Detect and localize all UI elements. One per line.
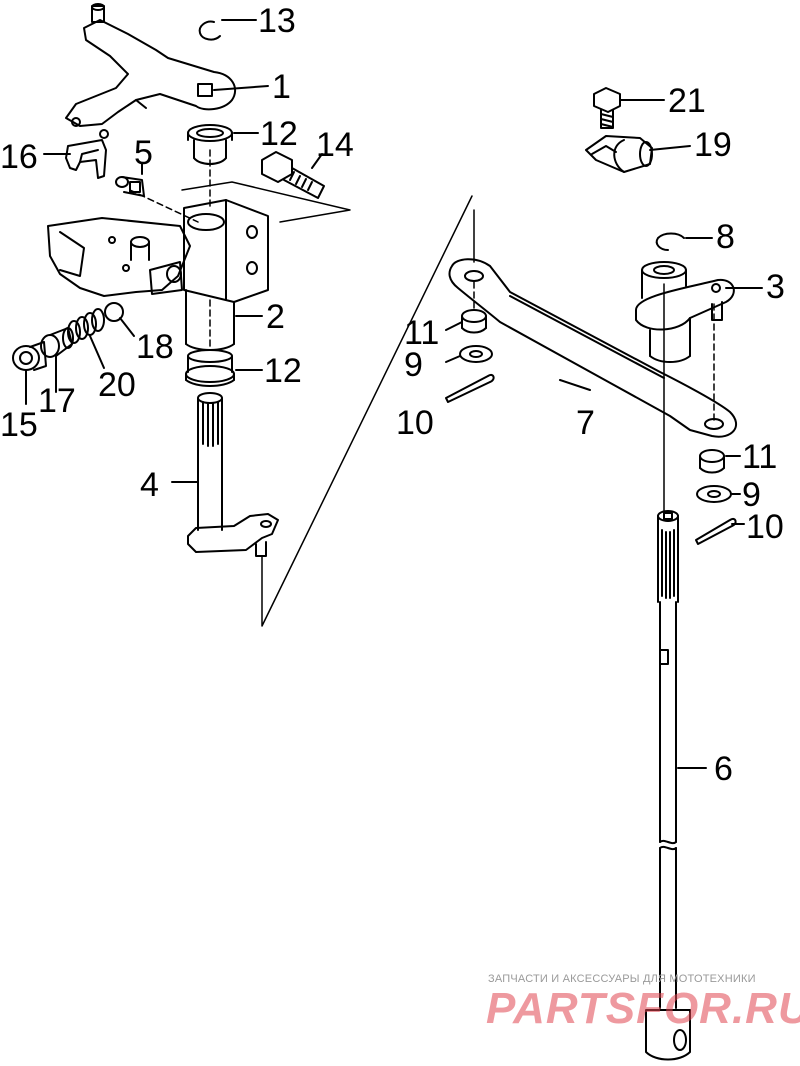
part-17-plunger [40, 327, 74, 358]
callout-12-lower: 12 [264, 352, 302, 390]
callout-5: 5 [134, 134, 153, 172]
callout-11-left: 11 [404, 314, 439, 352]
part-2-bracket [47, 199, 269, 351]
part-1-lever [65, 3, 237, 139]
part-10-pin-right [695, 517, 737, 545]
part-19-clamp [585, 135, 653, 173]
part-10-pin-left [445, 373, 495, 403]
part-5-grease-nipple [115, 176, 145, 197]
part-14-bolt [261, 151, 325, 199]
callout-16: 16 [0, 138, 38, 176]
part-11-bushing-right [699, 449, 725, 474]
part-4-shaft [187, 392, 279, 557]
callout-19: 19 [694, 126, 732, 164]
callout-11-right: 11 [742, 438, 777, 476]
callout-8: 8 [716, 218, 735, 256]
callout-7: 7 [576, 404, 595, 442]
part-12-bushing-lower [185, 349, 235, 387]
part-18-ball [104, 302, 124, 322]
callout-3: 3 [766, 268, 785, 306]
part-21-bolt [593, 87, 621, 129]
callout-4: 4 [140, 466, 159, 504]
callout-17: 17 [38, 382, 76, 420]
part-9-washer-right [696, 485, 732, 503]
callout-9-right: 9 [742, 476, 761, 514]
callout-13: 13 [258, 2, 296, 40]
part-16-clip [65, 139, 107, 179]
callout-10-right: 10 [746, 508, 784, 546]
callout-21: 21 [668, 82, 706, 120]
callout-10-left: 10 [396, 404, 434, 442]
part-8-circlip [655, 232, 685, 251]
watermark-caption: ЗАПЧАСТИ И АКСЕССУАРЫ ДЛЯ МОТОТЕХНИКИ [488, 973, 756, 985]
callout-14: 14 [316, 126, 354, 164]
assembly-lines [129, 149, 715, 627]
part-6-rod [645, 510, 691, 1061]
callout-1: 1 [272, 68, 291, 106]
part-3-arm [635, 261, 735, 363]
part-7-link [448, 258, 737, 438]
callout-6: 6 [714, 750, 733, 788]
leader-lines [25, 19, 763, 769]
watermark-logo: PARTSFOR.RU [486, 984, 800, 1033]
part-12-bushing-upper [187, 124, 233, 165]
part-11-bushing-left [461, 309, 487, 334]
callout-15: 15 [0, 406, 38, 444]
callout-20: 20 [98, 366, 136, 404]
part-13-circlip [198, 20, 221, 41]
callout-12-upper: 12 [260, 115, 298, 153]
callout-9-left: 9 [404, 346, 423, 384]
callout-18: 18 [136, 328, 174, 366]
part-9-washer-left [459, 345, 493, 363]
callouts: 13 1 12 14 16 5 2 18 12 20 17 15 4 21 19… [0, 2, 785, 788]
callout-2: 2 [266, 298, 285, 336]
